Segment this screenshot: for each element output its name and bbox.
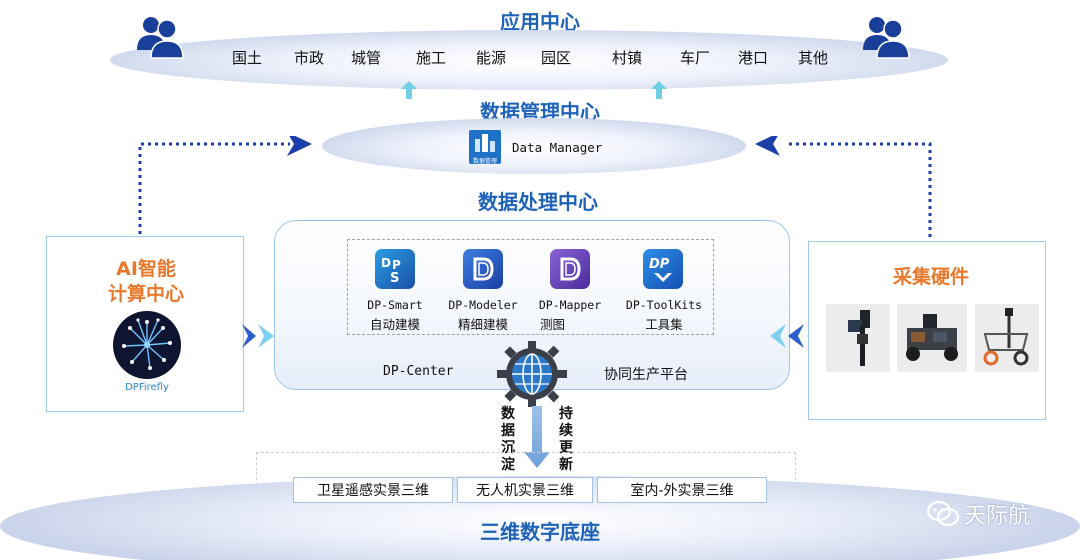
app-item: 园区 bbox=[541, 49, 572, 67]
dpfirefly-caption: DPFirefly bbox=[125, 382, 169, 393]
data-manager-logo: 数据管理 bbox=[469, 130, 501, 165]
wechat-icon bbox=[926, 500, 960, 527]
logo-caption: 数据管理 bbox=[472, 158, 497, 165]
right-dotted-connector bbox=[755, 136, 932, 244]
left-arrow-icon bbox=[770, 324, 804, 348]
building-icon bbox=[475, 134, 495, 152]
base-title: 三维数字底座 bbox=[480, 520, 600, 544]
robot-scanner-image bbox=[897, 304, 967, 372]
dp-toolkits-icon[interactable]: DP bbox=[643, 249, 683, 289]
tool-subtitle: 测图 bbox=[540, 317, 566, 332]
tool-name: DP-Modeler bbox=[448, 298, 518, 312]
watermark-text: 天际航 bbox=[964, 504, 1031, 529]
ai-panel-title: 计算中心 bbox=[107, 283, 184, 305]
left-dotted-connector bbox=[138, 136, 312, 234]
base-cell: 室内-外实景三维 bbox=[597, 477, 767, 503]
app-item: 能源 bbox=[476, 49, 507, 67]
app-item: 城管 bbox=[351, 49, 382, 67]
dp-mapper-icon[interactable] bbox=[550, 249, 590, 289]
app-item: 其他 bbox=[798, 49, 829, 67]
app-item: 国土 bbox=[232, 49, 263, 67]
dp-center-label: DP-Center bbox=[383, 364, 454, 379]
handheld-scanner-image bbox=[826, 304, 890, 372]
data-manager-label: Data Manager bbox=[512, 140, 603, 155]
app-item: 市政 bbox=[294, 49, 325, 67]
users-icon bbox=[863, 17, 910, 59]
base-cell: 卫星遥感实景三维 bbox=[293, 477, 453, 503]
app-item: 港口 bbox=[738, 49, 769, 67]
gear-globe-icon bbox=[497, 341, 567, 407]
dp-smart-icon[interactable]: D P S bbox=[375, 249, 415, 289]
flow-label-update: 持续 更新 bbox=[559, 406, 573, 473]
right-arrow-icon bbox=[242, 324, 274, 348]
tool-subtitle: 工具集 bbox=[645, 317, 683, 332]
tools-group bbox=[347, 239, 714, 335]
base-cell: 无人机实景三维 bbox=[457, 477, 593, 503]
data-manager-ellipse bbox=[322, 118, 746, 174]
up-arrow-icon bbox=[651, 81, 667, 99]
tool-name: DP-Mapper bbox=[538, 298, 602, 312]
tool-name: DP-Smart bbox=[367, 298, 423, 312]
tool-subtitle: 精细建模 bbox=[457, 317, 508, 332]
up-arrow-icon bbox=[401, 81, 417, 99]
app-item: 车厂 bbox=[680, 49, 711, 67]
app-item: 村镇 bbox=[612, 49, 643, 67]
app-center-ellipse bbox=[110, 30, 948, 90]
ai-panel-title: AI智能 bbox=[116, 258, 176, 280]
svg-text:DP: DP bbox=[649, 257, 670, 272]
svg-text:D: D bbox=[381, 256, 391, 270]
users-icon bbox=[137, 17, 184, 59]
tool-name: DP-ToolKits bbox=[625, 298, 703, 312]
cart-scanner-image bbox=[975, 304, 1039, 372]
tool-subtitle: 自动建模 bbox=[369, 317, 420, 332]
svg-text:S: S bbox=[390, 271, 399, 286]
svg-text:P: P bbox=[392, 258, 401, 272]
platform-label: 协同生产平台 bbox=[604, 367, 688, 383]
dpfirefly-logo-icon bbox=[113, 311, 181, 379]
dp-modeler-icon[interactable] bbox=[463, 249, 503, 289]
app-item: 施工 bbox=[416, 49, 447, 67]
processing-center-title: 数据处理中心 bbox=[478, 190, 598, 214]
hardware-panel-title: 采集硬件 bbox=[892, 266, 969, 288]
